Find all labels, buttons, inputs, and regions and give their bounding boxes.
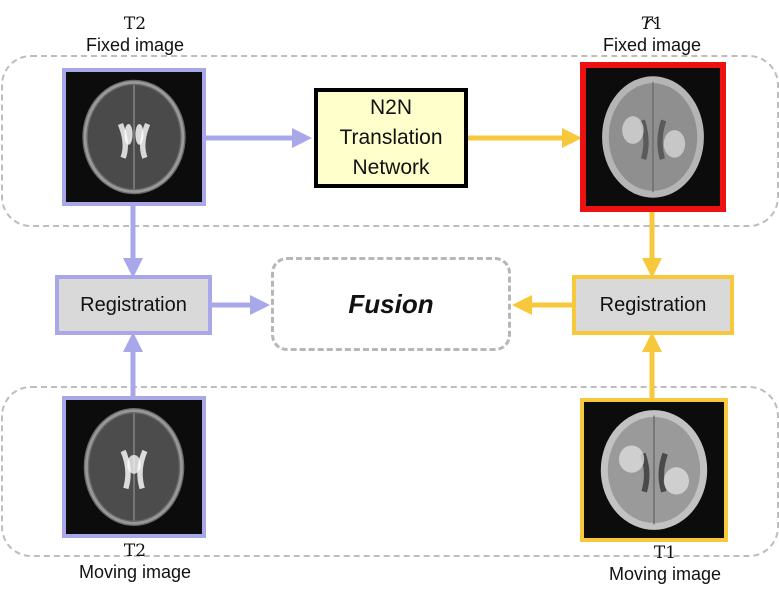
registration-left-box: Registration: [55, 275, 212, 335]
label-bottom-left-role: Moving image: [78, 562, 192, 582]
network-line-2: Translation: [339, 126, 443, 149]
label-bottom-right-modality: T1: [653, 543, 677, 563]
registration-left-label: Registration: [80, 293, 187, 316]
brain-image-t1-moving: [580, 398, 728, 542]
fixed-images-group: [1, 55, 779, 227]
brain-image-t2-fixed: [62, 68, 206, 206]
t-hat: T: [640, 14, 653, 34]
fusion-box: Fusion: [271, 257, 511, 351]
label-top-left-role: Fixed image: [85, 35, 185, 55]
moving-images-group: [1, 386, 779, 557]
label-top-right: T1 Fixed image: [572, 14, 732, 56]
label-top-right-role: Fixed image: [602, 35, 702, 55]
network-line-1: N2N: [369, 96, 412, 119]
label-bottom-right: T1 Moving image: [580, 543, 750, 585]
label-bottom-right-role: Moving image: [608, 564, 722, 584]
t-hat-num: 1: [652, 14, 664, 34]
brain-image-t1hat-fixed: [580, 62, 726, 212]
label-top-left: T2 Fixed image: [55, 14, 215, 56]
registration-right-box: Registration: [572, 275, 734, 335]
fusion-label: Fusion: [348, 288, 434, 319]
n2n-translation-network-box: N2N Translation Network: [314, 88, 468, 188]
hat-accent-icon: [645, 11, 657, 25]
label-top-right-modality: T1: [572, 14, 732, 35]
brain-image-t2-moving: [62, 396, 206, 538]
label-bottom-left: T2 Moving image: [55, 541, 215, 583]
network-line-3: Network: [352, 156, 430, 179]
registration-right-label: Registration: [599, 293, 707, 316]
label-top-left-modality: T2: [123, 14, 147, 34]
label-bottom-left-modality: T2: [123, 541, 147, 561]
